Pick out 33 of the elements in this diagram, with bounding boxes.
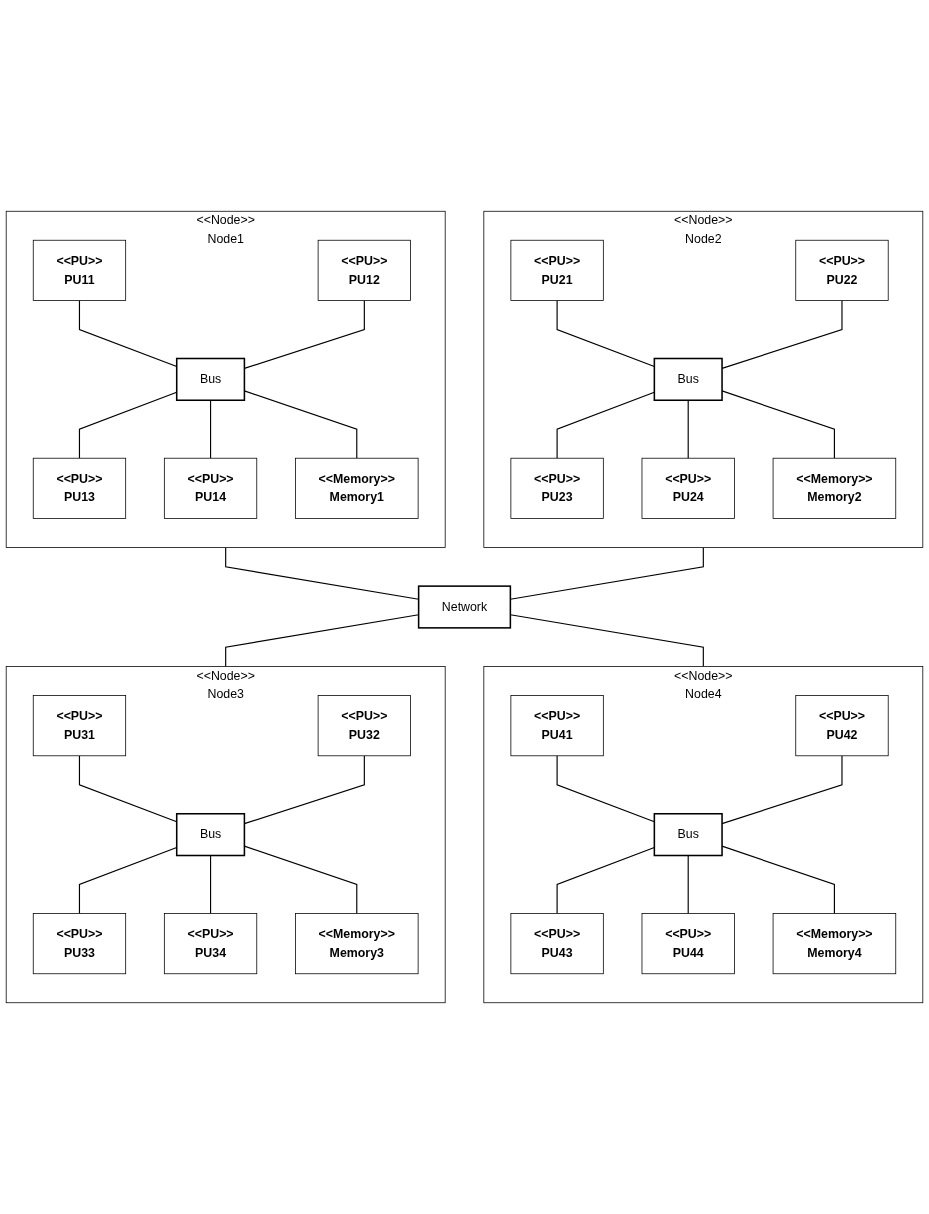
connector — [556, 299, 655, 368]
node-box: Bus — [175, 357, 246, 401]
connector — [556, 755, 655, 823]
connector — [687, 399, 689, 459]
connector — [210, 399, 212, 459]
node-box: <<PU>> PU33 — [32, 913, 127, 975]
connector — [556, 391, 655, 459]
node-box: <<PU>> PU22 — [795, 239, 889, 301]
node-box: <<PU>> PU14 — [163, 457, 258, 519]
node-box: <<PU>> PU13 — [32, 457, 127, 519]
node-box: Bus — [175, 813, 246, 857]
node-box: Bus — [653, 813, 723, 857]
node-box: <<PU>> PU32 — [317, 695, 411, 757]
node-box: <<PU>> PU41 — [510, 695, 604, 757]
node-box: <<PU>> PU21 — [510, 239, 604, 301]
connector — [210, 854, 212, 915]
connector — [556, 846, 655, 915]
node-box: <<PU>> PU42 — [795, 695, 889, 757]
connector — [687, 854, 689, 915]
node-box: <<Memory>> Memory3 — [295, 913, 419, 975]
node-box: <<PU>> PU23 — [510, 457, 604, 519]
node-box: <<PU>> PU12 — [317, 239, 411, 301]
node-box: Network — [417, 585, 512, 629]
node-box: <<PU>> PU34 — [163, 913, 258, 975]
node-box: <<PU>> PU24 — [641, 457, 735, 519]
node-box: Bus — [653, 357, 723, 401]
node-box: <<PU>> PU44 — [641, 913, 735, 975]
node-box: <<PU>> PU31 — [32, 695, 127, 757]
node-box: <<Memory>> Memory4 — [772, 913, 897, 975]
node-box: <<Memory>> Memory2 — [772, 457, 897, 519]
node-box: <<PU>> PU43 — [510, 913, 604, 975]
node-box: <<PU>> PU11 — [32, 239, 127, 301]
node-box: <<Memory>> Memory1 — [295, 457, 419, 519]
